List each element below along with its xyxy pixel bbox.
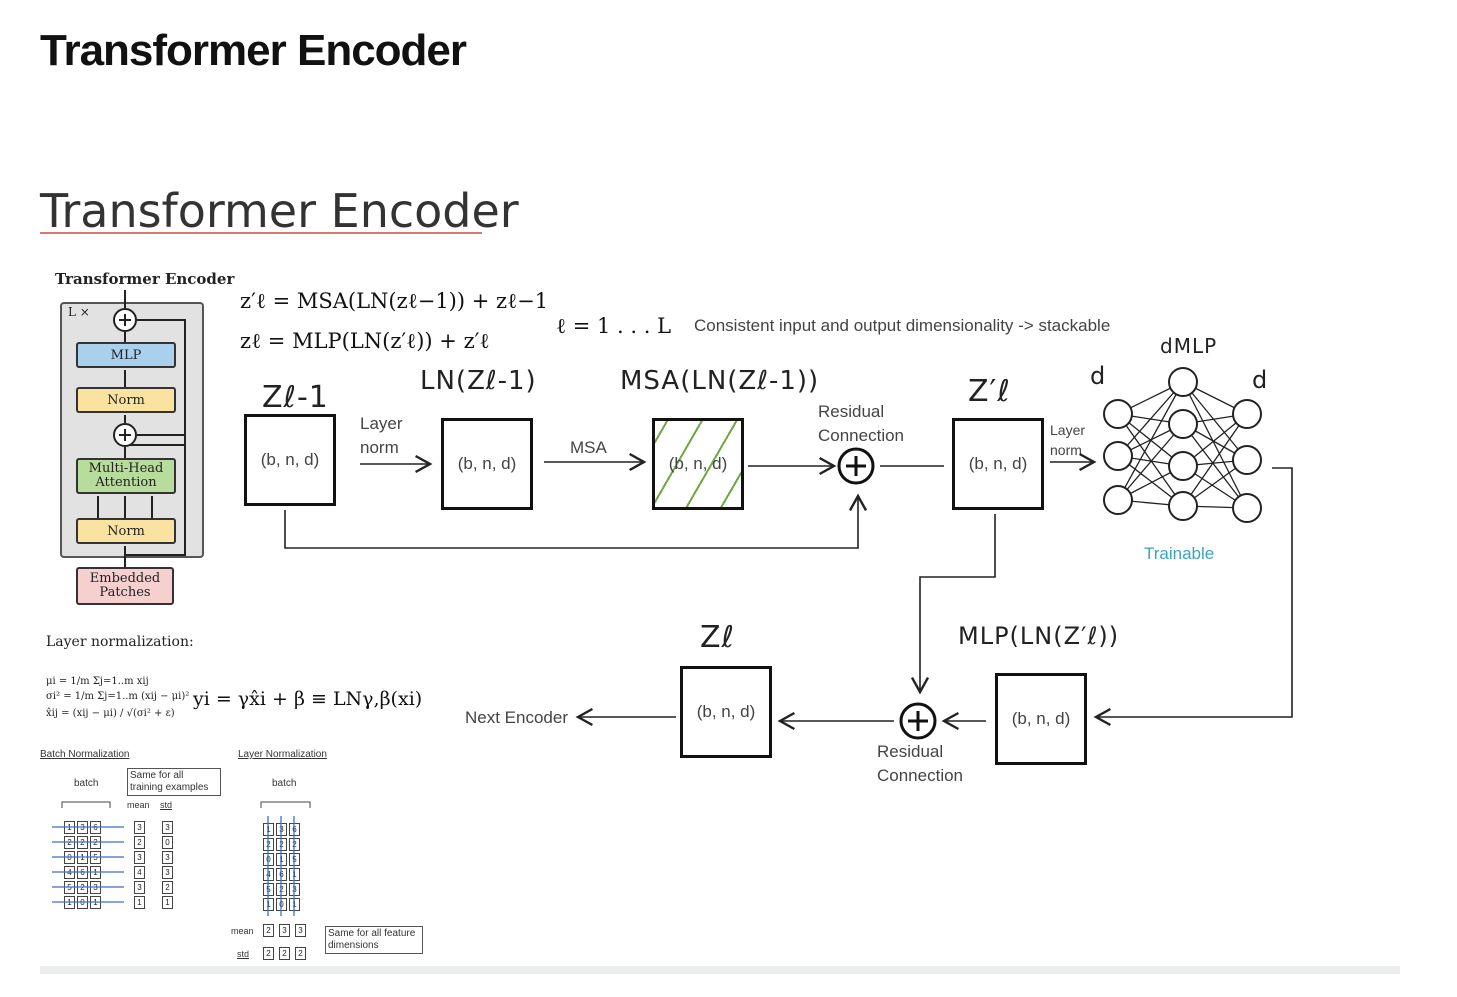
batchnorm-mean-label: mean bbox=[127, 800, 150, 810]
mlp-neuron bbox=[1103, 485, 1133, 515]
hand-z-prev: Zℓ-1 bbox=[262, 380, 329, 415]
hand-d-right: d bbox=[1252, 366, 1269, 394]
layernorm-note: Same for all feature dimensions bbox=[325, 926, 423, 954]
batchnorm-mean-cell: 4 bbox=[134, 866, 145, 879]
layernorm-formula: yi = γx̂i + β ≡ LNγ,β(xi) bbox=[193, 688, 423, 710]
batchnorm-mean-cell: 1 bbox=[134, 896, 145, 909]
figure-title: Transformer Encoder bbox=[55, 270, 235, 288]
batchnorm-title: Batch Normalization bbox=[40, 749, 130, 760]
mlp-neuron bbox=[1168, 491, 1198, 521]
batchnorm-mean-cell: 3 bbox=[134, 881, 145, 894]
hand-z: Zℓ bbox=[700, 620, 735, 655]
hand-ln: LN(Zℓ-1) bbox=[420, 366, 537, 396]
layernorm-panel-title: Layer Normalization bbox=[238, 749, 327, 760]
layernorm-batch-label: batch bbox=[272, 778, 297, 789]
mlp-network-icon bbox=[1117, 381, 1248, 509]
mlp-neuron bbox=[1103, 399, 1133, 429]
figure-arrows bbox=[97, 290, 186, 567]
hand-d-left: d bbox=[1090, 362, 1107, 390]
mha-block: Multi-Head Attention bbox=[76, 458, 176, 494]
mlp-neuron bbox=[1168, 367, 1198, 397]
bottom-bar bbox=[40, 966, 1400, 974]
layernorm-std-cell: 2 bbox=[295, 947, 306, 960]
layernorm-std-cell: 2 bbox=[263, 947, 274, 960]
page-title: Transformer Encoder bbox=[40, 26, 467, 75]
batchnorm-std-cell: 1 bbox=[162, 896, 173, 909]
equation-mlp: zℓ = MLP(LN(z′ℓ)) + z′ℓ bbox=[240, 329, 490, 353]
batchnorm-std-cell: 3 bbox=[162, 851, 173, 864]
batchnorm-std-cell: 2 bbox=[162, 881, 173, 894]
layernorm-sigma: σi² = 1/m Σj=1..m (xij − μi)² bbox=[46, 691, 190, 702]
layernorm-mean-cell: 3 bbox=[279, 924, 290, 937]
layernorm-mean-cell: 2 bbox=[263, 924, 274, 937]
batchnorm-std-cell: 3 bbox=[162, 821, 173, 834]
batchnorm-mean-cell: 3 bbox=[134, 851, 145, 864]
layernorm-std-cell: 2 bbox=[279, 947, 290, 960]
repeat-label: L × bbox=[68, 305, 90, 319]
mlp-neuron bbox=[1103, 441, 1133, 471]
layernorm-mu: μi = 1/m Σj=1..m xij bbox=[46, 676, 149, 687]
batchnorm-std-cell: 3 bbox=[162, 866, 173, 879]
batchnorm-mean-cell: 2 bbox=[134, 836, 145, 849]
tensor-z: (b, n, d) bbox=[680, 666, 772, 758]
normalization-arrows bbox=[52, 801, 311, 916]
hand-z-prime: Z′ℓ bbox=[968, 374, 1011, 409]
msa-label: MSA bbox=[570, 438, 607, 457]
batchnorm-std-label: std bbox=[160, 800, 173, 810]
batchnorm-note: Same for all training examples bbox=[127, 768, 221, 796]
stackable-note: Consistent input and output dimensionali… bbox=[694, 316, 1111, 335]
mlp-neuron bbox=[1168, 451, 1198, 481]
mlp-block: MLP bbox=[76, 342, 176, 368]
mlp-neuron bbox=[1232, 445, 1262, 475]
title-underline bbox=[40, 232, 482, 234]
tensor-z-prev: (b, n, d) bbox=[244, 414, 336, 506]
layernorm-std-label: std bbox=[237, 949, 250, 959]
layernorm-mean-label: mean bbox=[231, 926, 254, 936]
layernorm-heading: Layer normalization: bbox=[46, 634, 194, 650]
batchnorm-batch-label: batch bbox=[74, 778, 99, 789]
norm-block-bottom: Norm bbox=[76, 518, 176, 544]
tensor-msa-trainable: (b, n, d) bbox=[652, 418, 744, 510]
layernorm-xhat: x̂ij = (xij − μi) / √(σi² + ε) bbox=[46, 708, 175, 719]
mlp-neuron bbox=[1232, 399, 1262, 429]
hand-msa: MSA(LN(Zℓ-1)) bbox=[620, 366, 820, 396]
norm-block-top: Norm bbox=[76, 387, 176, 413]
tensor-ln: (b, n, d) bbox=[441, 418, 533, 510]
slide-title: Transformer Encoder bbox=[40, 184, 519, 238]
batchnorm-std-cell: 0 bbox=[162, 836, 173, 849]
layer-range: ℓ = 1 . . . L bbox=[556, 314, 672, 338]
mlp-network-nodes bbox=[1103, 367, 1262, 523]
layernorm-mean-cell: 3 bbox=[295, 924, 306, 937]
next-encoder-label: Next Encoder bbox=[465, 708, 568, 727]
tensor-z-prime: (b, n, d) bbox=[952, 418, 1044, 510]
tensor-mlp: (b, n, d) bbox=[995, 673, 1087, 765]
hand-d-mlp: dMLP bbox=[1160, 334, 1218, 358]
equation-msa: z′ℓ = MSA(LN(zℓ−1)) + zℓ−1 bbox=[240, 289, 549, 313]
embedded-patches-block: Embedded Patches bbox=[76, 567, 174, 605]
mlp-neuron bbox=[1232, 493, 1262, 523]
hand-mlp-ln: MLP(LN(Z′ℓ)) bbox=[958, 622, 1120, 650]
batchnorm-mean-cell: 3 bbox=[134, 821, 145, 834]
trainable-label: Trainable bbox=[1144, 544, 1215, 563]
mlp-neuron bbox=[1168, 409, 1198, 439]
